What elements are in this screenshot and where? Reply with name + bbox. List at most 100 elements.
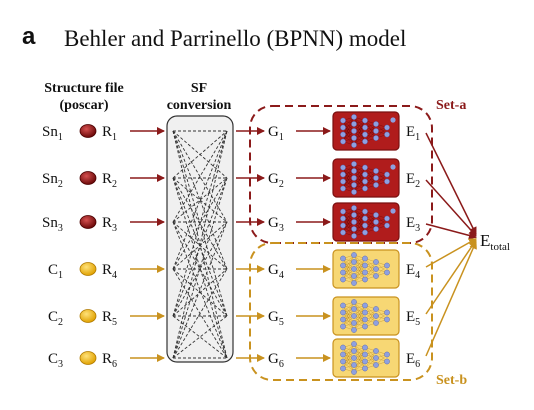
atom-label: Sn1 <box>42 124 63 143</box>
sf-line <box>172 130 228 317</box>
network-node <box>340 138 346 145</box>
network-node <box>362 164 368 171</box>
network-node <box>351 259 357 265</box>
network-node <box>340 208 346 215</box>
network-edge <box>342 207 355 226</box>
network-node <box>351 189 357 195</box>
sn-neural-network-icon <box>332 158 400 198</box>
network-node <box>384 131 390 138</box>
position-label: R5 <box>102 309 117 328</box>
sf-line <box>172 268 228 317</box>
network-node <box>384 309 390 316</box>
network-node <box>362 138 368 145</box>
network-box <box>332 202 400 242</box>
network-node <box>390 208 396 214</box>
network-edge <box>353 211 366 237</box>
set-b-label: Set-b <box>436 373 467 388</box>
sn-atom-icon <box>79 171 97 185</box>
network-edge <box>353 167 366 193</box>
network-node <box>384 222 390 229</box>
sum-arrow <box>425 238 477 268</box>
sn-atom-icon <box>79 215 97 229</box>
network-node <box>362 215 368 222</box>
network-edge <box>342 301 355 320</box>
network-node <box>351 114 357 120</box>
sf-line <box>172 221 228 359</box>
network-edge <box>353 258 366 277</box>
network-node <box>384 262 390 269</box>
atom-label: Sn3 <box>42 215 63 234</box>
network-node <box>340 117 346 124</box>
network-node <box>340 276 346 283</box>
atomic-energy-label: E1 <box>406 124 420 143</box>
network-edge <box>353 174 366 193</box>
sf-line <box>172 221 228 317</box>
network-node <box>340 302 346 309</box>
sf-line <box>172 177 228 359</box>
network-node <box>362 255 368 262</box>
network-node <box>340 269 346 276</box>
network-edge <box>353 120 366 139</box>
network-node <box>340 215 346 222</box>
atomic-energy-label: E2 <box>406 171 420 190</box>
network-edge <box>353 265 366 284</box>
network-edge <box>342 343 355 369</box>
network-node <box>362 269 368 276</box>
network-node <box>384 316 390 323</box>
network-node <box>384 178 390 185</box>
network-edge <box>342 214 355 233</box>
network-edge <box>364 308 377 327</box>
sn-atom-icon <box>79 124 97 138</box>
network-node <box>340 131 346 138</box>
network-node <box>373 121 379 127</box>
network-edge <box>353 347 366 373</box>
network-node <box>384 358 390 365</box>
network-node <box>373 259 379 265</box>
network-node <box>351 341 357 347</box>
position-label: R1 <box>102 124 117 143</box>
network-node <box>362 302 368 309</box>
network-node <box>373 175 379 181</box>
network-edge <box>353 167 366 186</box>
c-atom-icon <box>79 262 97 276</box>
sum-arrow <box>425 132 477 236</box>
sf-line <box>172 177 228 359</box>
network-node <box>351 128 357 134</box>
network-edge <box>353 347 366 366</box>
network-node <box>373 219 379 225</box>
atomic-energy-label: E3 <box>406 215 420 234</box>
network-node <box>340 124 346 131</box>
network-node <box>351 212 357 218</box>
network-node <box>373 128 379 134</box>
network-node <box>362 208 368 215</box>
network-edge <box>364 261 377 280</box>
descriptor-label: G4 <box>268 262 284 281</box>
atomic-energy-label: E5 <box>406 309 420 328</box>
sf-header-line2: conversion <box>167 98 232 113</box>
position-label: R2 <box>102 171 117 190</box>
c-neural-network-icon <box>332 249 400 289</box>
network-node <box>351 219 357 225</box>
network-node <box>351 182 357 188</box>
network-edge <box>342 123 355 142</box>
network-box <box>332 338 400 378</box>
set-b-box <box>249 242 433 381</box>
network-node <box>362 316 368 323</box>
sf-line <box>172 130 228 359</box>
sf-line <box>172 130 228 223</box>
descriptor-label: G5 <box>268 309 284 328</box>
atom-label: C3 <box>48 351 63 370</box>
network-node <box>373 168 379 174</box>
network-edge <box>353 218 366 237</box>
network-node <box>340 316 346 323</box>
network-node <box>373 355 379 361</box>
network-box <box>332 249 400 289</box>
descriptor-label: G6 <box>268 351 284 370</box>
set-a-label: Set-a <box>436 98 466 113</box>
network-node <box>362 344 368 351</box>
network-node <box>390 117 396 123</box>
network-node <box>351 348 357 354</box>
sf-line <box>172 315 228 359</box>
descriptor-label: G2 <box>268 171 284 190</box>
network-box <box>332 296 400 336</box>
